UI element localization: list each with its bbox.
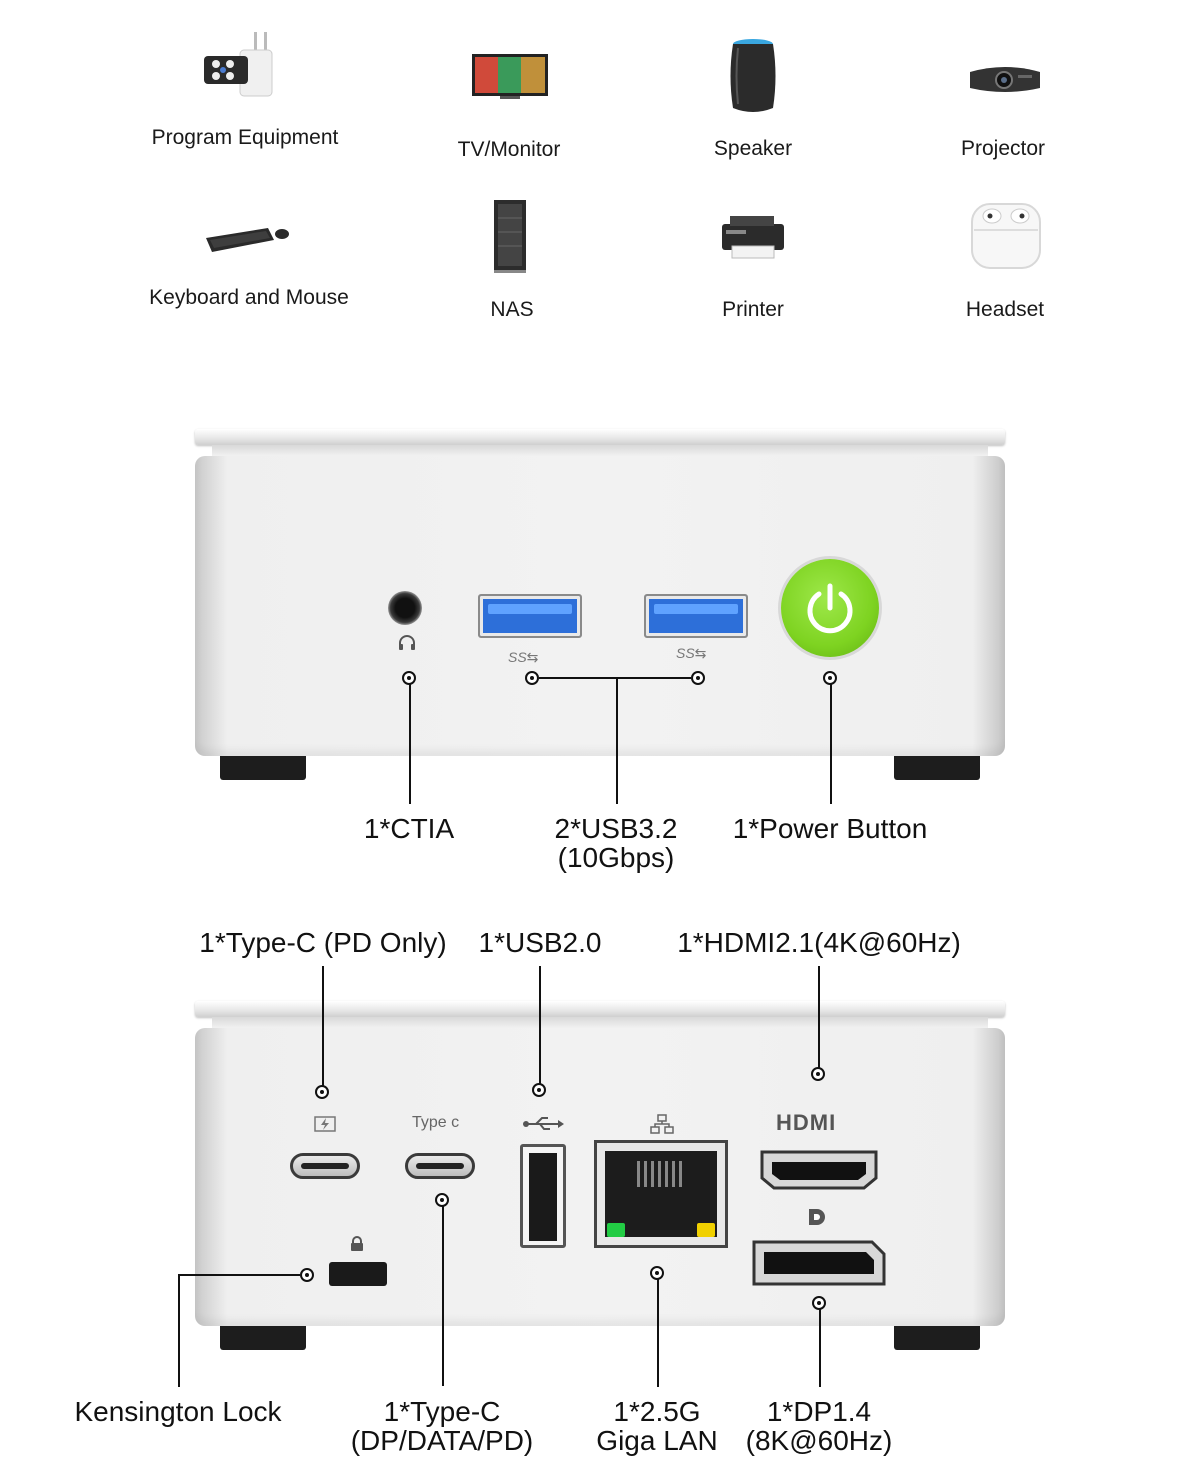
power-icon bbox=[807, 583, 853, 634]
earbuds-icon bbox=[971, 203, 1041, 269]
usb32-marker-1 bbox=[525, 671, 539, 685]
displayport-icon bbox=[809, 1209, 825, 1225]
hdmi-label: 1*HDMI2.1(4K@60Hz) bbox=[677, 927, 961, 958]
hdmi-port bbox=[760, 1150, 878, 1190]
front-lid-gap bbox=[212, 445, 988, 457]
superspeed-icon: SS⇆ bbox=[508, 649, 539, 665]
lan-marker bbox=[650, 1266, 664, 1280]
lan-label: 1*2.5G Giga LAN bbox=[596, 1397, 717, 1455]
ctia-leader bbox=[409, 684, 411, 804]
ctia-marker bbox=[402, 671, 416, 685]
power-button[interactable] bbox=[781, 559, 879, 657]
typec-pd-leader bbox=[322, 966, 324, 1086]
device-label-nas: NAS bbox=[490, 298, 534, 321]
lan-leader bbox=[657, 1279, 659, 1387]
typec-dp-label: 1*Type-C (DP/DATA/PD) bbox=[351, 1397, 534, 1455]
device-label-projector: Projector bbox=[960, 137, 1046, 160]
printer-icon bbox=[722, 216, 784, 259]
front-foot-left bbox=[220, 756, 306, 780]
typec-dp-label-line2: (DP/DATA/PD) bbox=[350, 1425, 534, 1456]
hdmi-leader bbox=[818, 966, 820, 1068]
typec-dp-marker bbox=[435, 1193, 449, 1207]
dp-marker bbox=[812, 1296, 826, 1310]
usb20-leader bbox=[539, 966, 541, 1084]
power-marker bbox=[823, 671, 837, 685]
usb32-label-line2: (10Gbps) bbox=[557, 842, 675, 873]
ethernet-port bbox=[594, 1140, 728, 1248]
rear-foot-left bbox=[220, 1326, 306, 1350]
device-label-program-equipment: Program Equipment bbox=[151, 126, 339, 149]
audio-jack bbox=[388, 591, 422, 625]
hdmi-logo: HDMI bbox=[776, 1110, 837, 1135]
network-icon bbox=[650, 1114, 674, 1134]
smart-speaker-icon bbox=[730, 39, 776, 112]
front-chassis bbox=[195, 456, 1005, 756]
lan-label-line1: 1*2.5G bbox=[613, 1396, 701, 1427]
usb20-port bbox=[520, 1144, 566, 1248]
typec-dp-port bbox=[405, 1153, 475, 1179]
typec-dp-label-line1: 1*Type-C bbox=[383, 1396, 501, 1427]
hdmi-marker bbox=[811, 1067, 825, 1081]
typec-dp-leader bbox=[442, 1206, 444, 1386]
usb32-bracket bbox=[539, 677, 691, 679]
usb32-port-1 bbox=[478, 594, 582, 638]
typec-pd-label: 1*Type-C (PD Only) bbox=[199, 927, 447, 958]
dp-label-line2: (8K@60Hz) bbox=[745, 1425, 893, 1456]
typec-pd-marker bbox=[315, 1085, 329, 1099]
usb32-leader bbox=[616, 678, 618, 804]
usb32-port-2 bbox=[644, 594, 748, 638]
device-label-printer: Printer bbox=[722, 298, 784, 321]
tv-monitor-icon bbox=[472, 54, 548, 99]
rear-lid-gap bbox=[212, 1017, 988, 1029]
device-label-headset: Headset bbox=[965, 298, 1045, 321]
lan-label-line2: Giga LAN bbox=[596, 1425, 718, 1456]
superspeed-icon: SS⇆ bbox=[676, 645, 707, 661]
typec-pd-port bbox=[290, 1153, 360, 1179]
kensington-leader-v bbox=[178, 1274, 180, 1387]
device-label-keyboard-mouse: Keyboard and Mouse bbox=[149, 286, 349, 309]
projector-icon bbox=[970, 67, 1040, 92]
lock-icon bbox=[351, 1236, 363, 1251]
rear-foot-right bbox=[894, 1326, 980, 1350]
usb32-label-line1: 2*USB3.2 bbox=[554, 813, 678, 844]
nas-icon bbox=[494, 200, 526, 273]
keyboard-mouse-icon bbox=[206, 228, 289, 252]
rear-lid bbox=[195, 1001, 1005, 1017]
dp-label: 1*DP1.4 (8K@60Hz) bbox=[746, 1397, 893, 1455]
security-camera-icon bbox=[204, 32, 273, 97]
power-delivery-icon bbox=[314, 1116, 336, 1132]
kensington-label: Kensington Lock bbox=[74, 1396, 282, 1427]
usb32-marker-2 bbox=[691, 671, 705, 685]
usb32-label: 2*USB3.2 (10Gbps) bbox=[555, 814, 678, 872]
power-button-label: 1*Power Button bbox=[732, 813, 928, 844]
usb-icon bbox=[523, 1117, 564, 1130]
front-foot-right bbox=[894, 756, 980, 780]
front-lid bbox=[195, 429, 1005, 445]
dp-label-line1: 1*DP1.4 bbox=[766, 1396, 872, 1427]
kensington-leader-h bbox=[178, 1274, 300, 1276]
kensington-slot bbox=[329, 1262, 387, 1286]
power-leader bbox=[830, 684, 832, 804]
kensington-marker bbox=[300, 1268, 314, 1282]
usb20-label: 1*USB2.0 bbox=[478, 927, 602, 958]
displayport-port bbox=[752, 1240, 886, 1286]
lan-led-right bbox=[697, 1223, 715, 1237]
headset-mic-icon bbox=[399, 635, 415, 650]
dp-leader bbox=[819, 1309, 821, 1387]
device-label-speaker: Speaker bbox=[713, 137, 793, 160]
usb20-marker bbox=[532, 1083, 546, 1097]
device-label-tv-monitor: TV/Monitor bbox=[457, 138, 561, 161]
ctia-label: 1*CTIA bbox=[363, 813, 455, 844]
typec-text-mark: Type c bbox=[412, 1114, 460, 1131]
lan-led-left bbox=[607, 1223, 625, 1237]
